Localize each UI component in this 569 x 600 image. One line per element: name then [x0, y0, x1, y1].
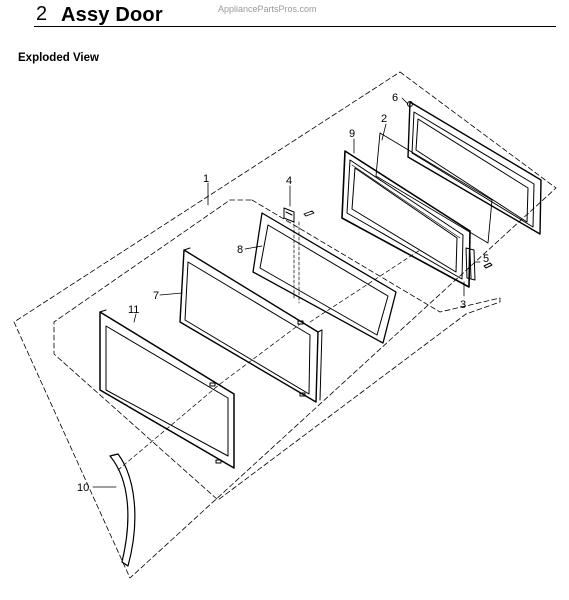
leader-lines	[92, 97, 481, 488]
part-11-front-frame	[99, 309, 235, 469]
section-number: 2	[36, 3, 48, 25]
callout-3: 3	[460, 299, 466, 311]
page-header: 2 Assy Door AppliancePartsPros.com	[0, 0, 569, 30]
callout-5: 5	[483, 253, 489, 265]
header-rule	[34, 26, 556, 27]
part-4-latch	[283, 207, 315, 304]
part-9-inner-frame	[341, 150, 471, 288]
callout-10: 10	[77, 482, 89, 494]
part-8-window-frame	[252, 212, 397, 344]
part-10-handle	[109, 453, 136, 567]
callout-2: 2	[381, 113, 387, 125]
section-title: Assy Door	[61, 4, 163, 26]
callout-6: 6	[392, 92, 398, 104]
callout-9: 9	[349, 128, 355, 140]
assembly-outline-outer	[13, 71, 557, 579]
part-6-rear-frame	[407, 101, 542, 235]
part-5-hinge	[465, 247, 493, 281]
assembly-outline-inner	[53, 199, 501, 501]
alignment-lines	[117, 249, 421, 471]
part-7-door-panel	[179, 247, 323, 403]
callout-8: 8	[237, 244, 243, 256]
callout-11: 11	[128, 304, 139, 316]
exploded-view-title: Exploded View	[18, 52, 99, 64]
callout-7: 7	[153, 290, 159, 302]
callout-4: 4	[286, 175, 292, 187]
callout-labels: 1 2 3 4 5 6 7 8 9 10 11	[77, 92, 489, 494]
part-2-glass-sheet	[375, 132, 493, 244]
watermark: AppliancePartsPros.com	[218, 4, 317, 14]
callout-1: 1	[203, 173, 209, 185]
